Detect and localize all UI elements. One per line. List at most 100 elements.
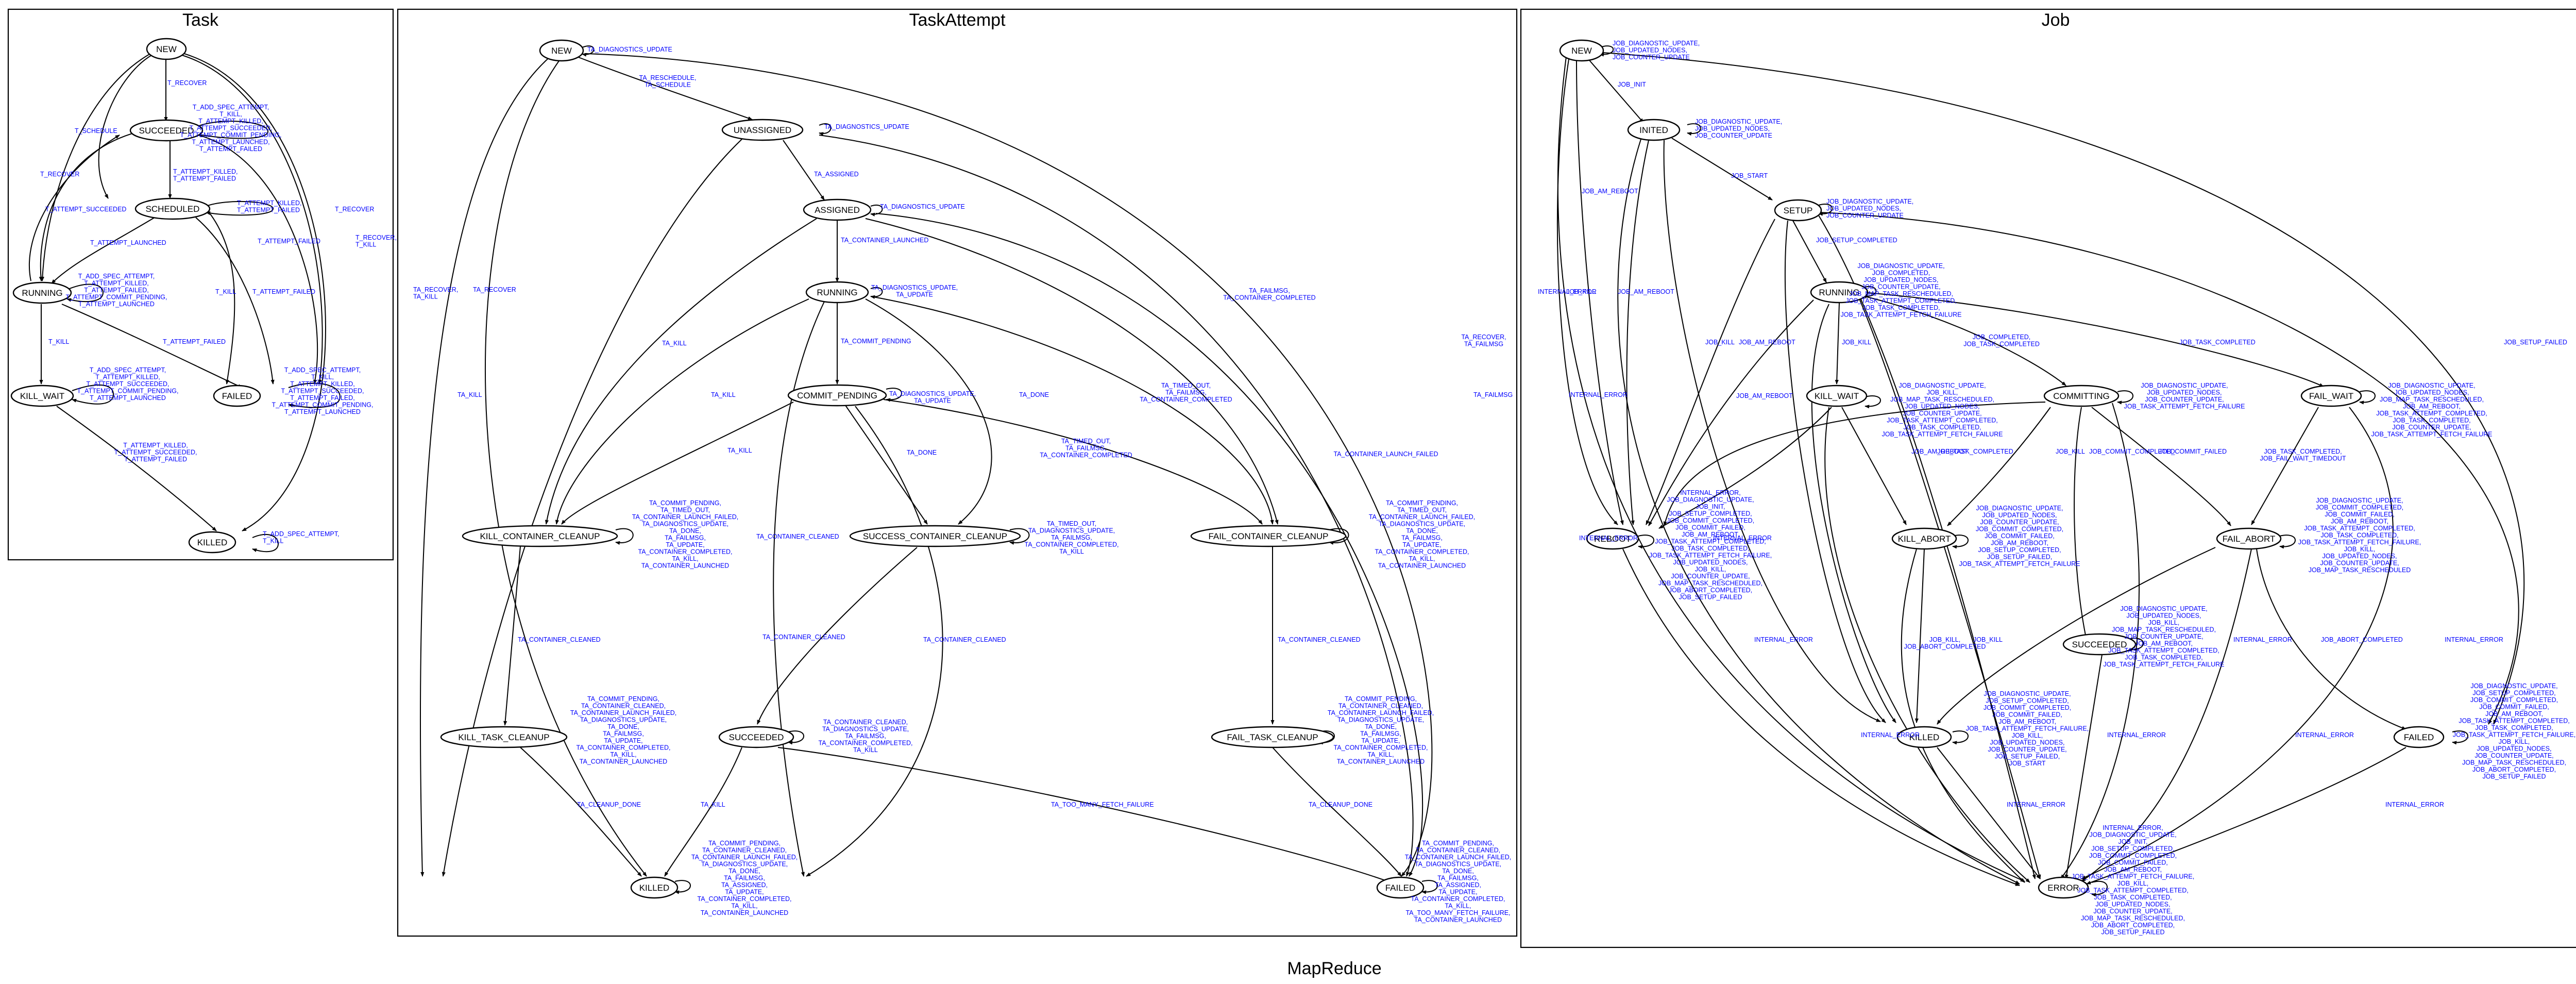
edge-label-line: TA_KILL, <box>672 555 698 562</box>
job-state-committing: COMMITTING <box>2043 385 2120 407</box>
edge-job-committing-reboot <box>1663 402 2046 526</box>
edge-label-line: JOB_TASK_ATTEMPT_FETCH_FAILURE, <box>1649 552 1772 559</box>
task-state-failed: FAILED <box>213 385 261 407</box>
edge-label-line: T_ATTEMPT_KILLED, <box>84 280 149 287</box>
edge-label-line: TA_KILL <box>1059 548 1084 555</box>
job-edge-label-internal-error-12: INTERNAL_ERROR <box>2385 801 2444 808</box>
task-edge-label-12: T_ADD_SPEC_ATTEMPT,T_ATTEMPT_KILLED,T_AT… <box>65 273 167 308</box>
job-edge-label-30: JOB_DIAGNOSTIC_UPDATE,JOB_COMMIT_COMPLET… <box>2298 497 2421 574</box>
job-edge-label-internal-error-6: INTERNAL_ERROR <box>1861 731 1920 739</box>
job-edge-label-4: JOB_START <box>1731 172 1768 179</box>
ta-edge-label-2: TA_RESCHEDULE,TA_SCHEDULE <box>639 74 697 89</box>
edge-label-line: JOB_TASK_ATTEMPT_FETCH_FAILURE, <box>2072 873 2194 880</box>
edge-label-line: TA_FAILMSG, <box>1401 535 1443 542</box>
edge-ta-assigned-kill-container-cleanup <box>545 218 817 525</box>
ta-edge-label-8: TA_COMMIT_PENDING <box>841 338 911 345</box>
edge-label-line: TA_CONTAINER_COMPLETED, <box>819 740 913 747</box>
edge-label-line: INTERNAL_ERROR <box>1569 391 1628 398</box>
job-edge-label-36: JOB_DIAGNOSTIC_UPDATE,JOB_SETUP_COMPLETE… <box>2453 682 2575 780</box>
ta-edge-label-31: TA_CONTAINER_CLEANED <box>1278 636 1361 643</box>
edge-label-line: T_ATTEMPT_FAILED <box>124 456 187 463</box>
edge-label-line: JOB_SETUP_FAILED <box>2504 339 2567 346</box>
edge-job-failabort-killed <box>1937 547 2216 725</box>
edge-label-line: JOB_SETUP_COMPLETED, <box>2472 690 2555 697</box>
edge-label-line: TA_CONTAINER_LAUNCHED <box>641 562 729 570</box>
edge-label-line: TA_COMMIT_PENDING, <box>708 840 781 847</box>
edge-label-line: JOB_KILL, <box>2344 546 2375 553</box>
edge-label-line: TA_CONTAINER_LAUNCHED <box>1378 562 1466 570</box>
ta-edge-label-22: TA_FAILMSG <box>1473 391 1513 398</box>
task-state-running-label: RUNNING <box>22 288 62 298</box>
ta-state-success-container-cleanup: SUCCESS_CONTAINER_CLEANUP <box>849 525 1021 547</box>
edge-label-line: JOB_TASK_COMPLETED, <box>2264 448 2342 455</box>
edge-label-line: T_ADD_SPEC_ATTEMPT, <box>263 530 339 538</box>
ta-state-assigned-label: ASSIGNED <box>815 205 860 215</box>
edge-label-line: TA_CONTAINER_CLEANED, <box>1416 847 1500 854</box>
ta-state-running: RUNNING <box>805 281 869 304</box>
edge-label-line: INTERNAL_ERROR <box>2385 801 2444 808</box>
edge-label-line: TA_CONTAINER_CLEANED <box>1278 636 1361 643</box>
edge-label-line: JOB_TASK_ATTEMPT_COMPLETED, <box>2108 647 2219 654</box>
edge-label-line: JOB_COUNTER_UPDATE, <box>2145 396 2224 403</box>
ta-state-commit-pending-label: COMMIT_PENDING <box>797 391 877 401</box>
job-edge-label-34: JOB_ABORT_COMPLETED <box>2321 636 2403 643</box>
job-edge-labels: JOB_DIAGNOSTIC_UPDATE, JOB_UPDATED_NODES,… <box>1538 40 2575 936</box>
edge-label-line: JOB_ABORT_COMPLETED, <box>2472 766 2556 773</box>
edge-task-scheduled-running <box>51 217 155 284</box>
edge-label-line: JOB_DIAGNOSTIC_UPDATE, <box>1899 382 1986 389</box>
edge-label-line: TA_UPDATE, <box>604 737 642 744</box>
edge-label-line: TA_CONTAINER_CLEANED <box>923 636 1006 643</box>
edge-label-line: T_ATTEMPT_KILLED, <box>237 199 302 207</box>
task-state-scheduled: SCHEDULED <box>134 197 211 220</box>
edge-label-line: T_ADD_SPEC_ATTEMPT, <box>78 273 155 280</box>
edge-label-line: JOB_COMMIT_COMPLETED, <box>2089 852 2177 859</box>
ta-state-succeeded-label: SUCCEEDED <box>729 732 784 742</box>
edge-label-line: JOB_AM_REBOOT, <box>2485 710 2543 718</box>
edge-label-line: TA_DONE, <box>1442 868 1474 875</box>
edge-label-line: TA_CONTAINER_LAUNCH_FAILED, <box>1369 513 1476 521</box>
edge-label-line: JOB_MAP_TASK_RESCHEDULED, <box>2462 759 2566 766</box>
edge-label-line: JOB_TASK_ATTEMPT_FETCH_FAILURE <box>2371 431 2492 438</box>
edge-label-line: TA_KILL <box>727 447 752 454</box>
edge-ta-commitpending-killed <box>806 406 943 877</box>
edge-label-line: JOB_COMMIT_FAILED, <box>2325 511 2394 518</box>
edge-label-line: TA_CONTAINER_COMPLETED <box>1223 294 1315 302</box>
job-state-succeeded-label: SUCCEEDED <box>2072 640 2127 649</box>
ta-state-failed: FAILED <box>1376 876 1425 899</box>
edge-label-line: TA_DIAGNOSTICS_UPDATE, <box>1379 521 1465 528</box>
task-edge-label-13: T_KILL <box>215 288 236 295</box>
task-edge-label-14: T_ATTEMPT_FAILED <box>252 288 315 295</box>
edge-ta-succeeded-killed <box>664 747 742 877</box>
edge-label-line: JOB_KILL, <box>2117 880 2148 887</box>
edge-label-line: TA_FAILMSG, <box>1065 445 1107 452</box>
edge-ta-assigned-self <box>870 205 883 216</box>
edge-label-line: TA_FAILMSG, <box>1437 875 1479 882</box>
cluster-task-frame <box>7 8 394 561</box>
task-edge-label-8: T_ATTEMPT_LAUNCHED <box>90 239 166 246</box>
edge-label-line: JOB_DIAGNOSTIC_UPDATE, <box>2141 382 2228 389</box>
edge-label-line: JOB_AM_REBOOT, <box>1682 531 1739 538</box>
edge-label-line: JOB_AM_REBOOT <box>1582 188 1638 195</box>
edge-label-line: T_ATTEMPT_SUCCEEDED, <box>281 388 364 395</box>
edge-label-line: TA_COMMIT_PENDING, <box>1386 499 1458 507</box>
ta-state-commit-pending: COMMIT_PENDING <box>787 384 887 407</box>
edge-label-line: T_ATTEMPT_LAUNCHED <box>90 394 166 402</box>
edge-job-new-self <box>1599 45 1614 57</box>
job-state-fail-wait: FAIL_WAIT <box>2300 385 2362 407</box>
edge-label-line: JOB_MAP_TASK_RESCHEDULED, <box>1658 580 1762 587</box>
task-edge-label-19: T_ATTEMPT_KILLED,T_ATTEMPT_SUCCEEDED,T_A… <box>114 442 197 463</box>
edge-label-line: TA_KILL <box>457 391 482 398</box>
edge-label-line: JOB_KILL, <box>1927 389 1958 396</box>
job-state-inited: INITED <box>1627 119 1681 141</box>
ta-state-kill-container-cleanup: KILL_CONTAINER_CLEANUP <box>462 525 618 547</box>
job-state-running-label: RUNNING <box>1819 288 1859 297</box>
edge-label-line: JOB_AM_REBOOT, <box>1998 718 2056 725</box>
edge-label-line: JOB_UPDATED_NODES, <box>1864 276 1939 283</box>
edge-label-line: JOB_UPDATED_NODES, <box>2395 389 2469 396</box>
ta-state-failed-label: FAILED <box>1385 883 1416 893</box>
edge-label-line: T_KILL, <box>311 374 334 381</box>
job-edge-label-14: JOB_AM_REBOOT <box>1736 392 1793 399</box>
edge-label-line: TA_DIAGNOSTICS_UPDATE, <box>889 390 976 397</box>
edge-label-line: JOB_SETUP_COMPLETED, <box>1986 697 2069 705</box>
edge-label-line: TA_UPDATE, <box>1402 541 1441 548</box>
